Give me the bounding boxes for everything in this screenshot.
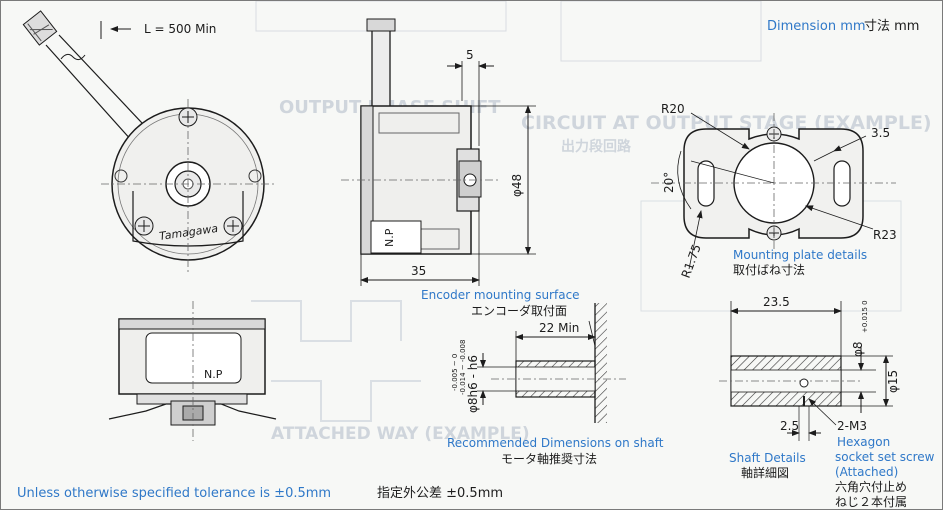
screw-label-1: Hexagon <box>837 435 890 449</box>
tolerance-top-label: -0.005 ~ 0 <box>451 354 459 391</box>
dim-22-label: 22 Min <box>539 321 579 335</box>
screw-label-3: (Attached) <box>835 465 898 479</box>
screw-top-icon <box>178 107 198 127</box>
dim-phi48-label: φ48 <box>510 174 524 197</box>
encoder-bottom-view <box>108 301 277 441</box>
dim-phi8-tol-label: +0.015 0 <box>861 300 869 333</box>
screw-label-jp2: ねじ２本付属 <box>835 495 907 509</box>
tolerance-main-label: φ8h6 - h6 <box>466 355 480 413</box>
mounting-plate-title-jp: 取付ばね寸法 <box>733 263 805 277</box>
dim-phi8-label: φ8 <box>851 341 865 357</box>
nameplate-bottom-label: N.P <box>204 368 223 381</box>
dim-235-label: 23.5 <box>763 295 790 309</box>
dim-5-label: 5 <box>466 48 474 62</box>
nameplate-side-label: N.P <box>383 228 396 247</box>
deg20-label: 20° <box>662 172 676 193</box>
screw-label-2: socket set screw <box>835 450 935 464</box>
recommended-title: Recommended Dimensions on shaft <box>447 436 664 450</box>
dim-35-label: 35 <box>411 264 426 278</box>
tolerance-bottom-label: -0.014 ~ -0.008 <box>459 340 467 395</box>
encoder-side-view <box>341 18 536 286</box>
dim-phi15-label: φ15 <box>886 370 900 393</box>
svg-text:ATTACHED WAY (EXAMPLE): ATTACHED WAY (EXAMPLE) <box>271 424 530 444</box>
screw-left-icon <box>134 216 154 236</box>
mounting-plate-title: Mounting plate details <box>733 248 867 262</box>
dim-25-label: 2.5 <box>780 419 799 433</box>
recommended-title-jp: モータ軸推奨寸法 <box>501 452 597 466</box>
shaft-details-title-jp: 軸詳細図 <box>741 465 789 480</box>
r23-label: R23 <box>873 228 897 242</box>
dim-2m3-label: 2-M3 <box>837 419 867 433</box>
encoder-front-view <box>101 99 275 273</box>
r20-label: R20 <box>661 102 685 116</box>
svg-text:出力段回路: 出力段回路 <box>561 138 632 155</box>
tolerance-note: Unless otherwise specified tolerance is … <box>17 486 331 501</box>
cable-end-connector-icon <box>22 10 58 46</box>
dimension-label: Dimension mm <box>767 19 866 34</box>
screw-right-icon <box>223 216 243 236</box>
shaft-details-title: Shaft Details <box>729 451 806 465</box>
r175-label: R1.75 <box>679 242 704 280</box>
recommended-shaft-drawing <box>477 303 626 423</box>
d35-label: 3.5 <box>871 126 890 140</box>
encoder-mounting-title-jp: エンコーダ取付面 <box>471 303 567 318</box>
mounting-plate-drawing <box>651 112 896 270</box>
cable-length-label: L = 500 Min <box>144 22 216 36</box>
shaft-details-drawing <box>719 301 893 441</box>
screw-label-jp1: 六角穴付止め <box>835 479 907 494</box>
dimension-label-jp: 寸法 mm <box>864 19 919 34</box>
encoder-mounting-title: Encoder mounting surface <box>421 288 580 302</box>
tolerance-note-jp: 指定外公差 ±0.5mm <box>377 486 503 501</box>
